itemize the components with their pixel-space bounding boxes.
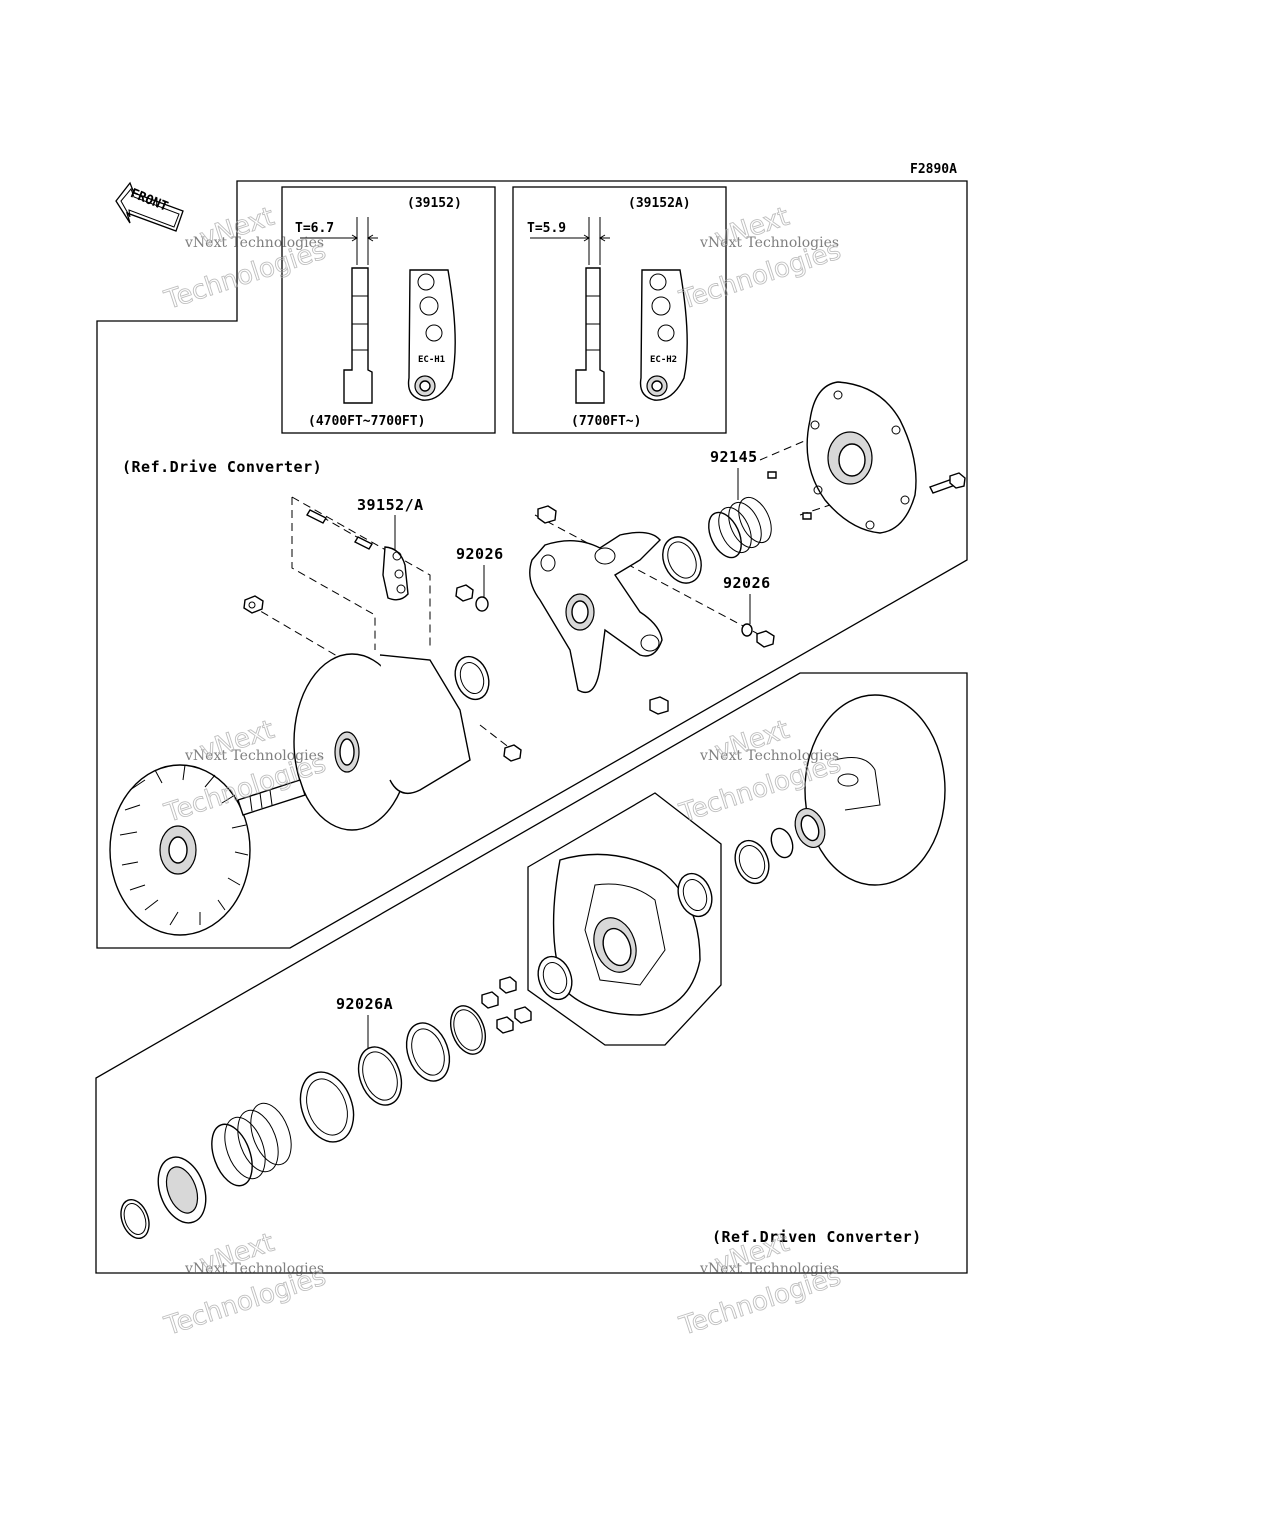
inset-range-label: (4700FT~7700FT) bbox=[308, 414, 425, 429]
svg-text:vNext Technologies: vNext Technologies bbox=[184, 1261, 324, 1277]
driven-fixed-sheave bbox=[734, 694, 946, 886]
spider-part bbox=[529, 531, 663, 694]
callout-92026a: 92026A bbox=[336, 995, 393, 1013]
driven-moveable-sheave bbox=[537, 853, 713, 1016]
inset-thickness-label: T=5.9 bbox=[527, 221, 566, 236]
driven-sheave-inset bbox=[527, 792, 722, 1046]
inset-part-label: (39152A) bbox=[628, 196, 691, 211]
callout-92026-right: 92026 bbox=[723, 574, 771, 592]
callout-39152a: 39152/A bbox=[357, 496, 424, 514]
callout-92145: 92145 bbox=[710, 448, 758, 466]
cover-plate bbox=[806, 381, 917, 534]
drive-converter-label: (Ref.Drive Converter) bbox=[122, 458, 322, 476]
callout-92026-left: 92026 bbox=[456, 545, 504, 563]
front-arrow-icon: FRONT bbox=[115, 181, 184, 232]
drive-section-frame bbox=[96, 180, 968, 949]
spring-92145 bbox=[708, 496, 772, 559]
inset-part-label: (39152) bbox=[407, 196, 462, 211]
drive-moveable-sheave bbox=[293, 653, 490, 831]
svg-text:vNext Technologies: vNext Technologies bbox=[699, 1261, 839, 1277]
inset-39152: (39152) T=6.7 EC-H1 (4700FT~7700FT) bbox=[281, 186, 496, 434]
driven-converter-label: (Ref.Driven Converter) bbox=[712, 1228, 922, 1246]
inset-thickness-label: T=6.7 bbox=[295, 221, 334, 236]
assembly-guide-lines bbox=[249, 429, 831, 753]
inset-39152a: (39152A) T=5.9 EC-H2 (7700FT~) bbox=[512, 186, 727, 434]
driven-stack bbox=[120, 1005, 486, 1240]
inset-mark-label: EC-H2 bbox=[650, 355, 677, 365]
svg-text:vNext Technologies: vNext Technologies bbox=[184, 235, 324, 251]
front-label: FRONT bbox=[128, 186, 170, 215]
drive-fixed-sheave bbox=[109, 764, 306, 936]
inset-range-label: (7700FT~) bbox=[571, 414, 641, 429]
slider-buttons bbox=[481, 976, 532, 1034]
ring-part bbox=[662, 536, 702, 584]
drive-small-parts bbox=[243, 471, 966, 762]
svg-text:vNext Technologies: vNext Technologies bbox=[699, 235, 839, 251]
figure-code: F2890A bbox=[910, 162, 957, 177]
driven-section-frame bbox=[95, 672, 968, 1274]
inset-mark-label: EC-H1 bbox=[418, 355, 445, 365]
svg-text:vNext Technologies: vNext Technologies bbox=[184, 748, 324, 764]
svg-text:vNext Technologies: vNext Technologies bbox=[699, 748, 839, 764]
